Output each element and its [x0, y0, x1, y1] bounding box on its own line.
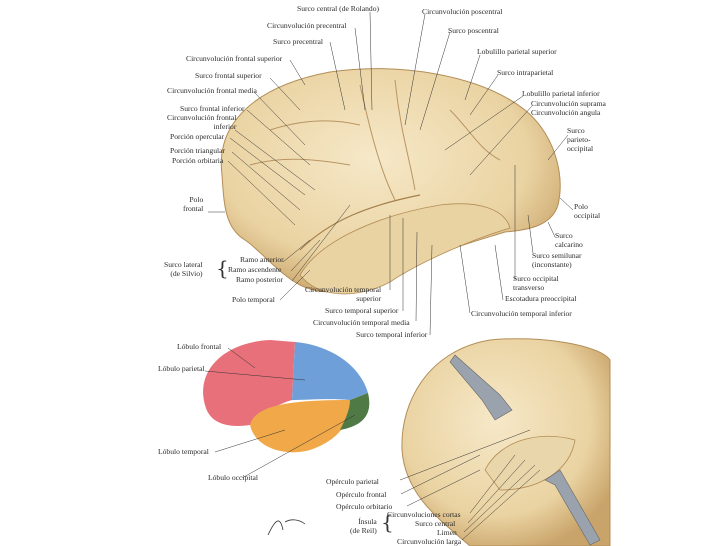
- leader-line: [547, 221, 556, 238]
- label-circunvolucion-temporal-media: Circunvolución temporal media: [313, 318, 410, 327]
- label-circunvoluciones-cortas: Circunvoluciones cortas: [387, 510, 461, 519]
- label-limen: Limen: [437, 528, 457, 537]
- label-surco-temporal-superior: Surco temporal superior: [325, 306, 399, 315]
- leader-line: [229, 137, 306, 196]
- label-lobulillo-parietal-superior: Lobulillo parietal superior: [477, 47, 557, 56]
- label-lobulo-parietal: Lóbulo parietal: [158, 364, 205, 373]
- leader-line: [282, 239, 311, 263]
- leader-line: [214, 429, 286, 453]
- label-circunvolucion-poscentral: Circunvolución poscentral: [422, 7, 503, 16]
- leader-line: [354, 27, 366, 111]
- brace: {: [216, 256, 229, 280]
- leader-line: [461, 469, 541, 541]
- label-polo-occipital: Polo occipital: [574, 202, 601, 220]
- label-surco-intraparietal: Surco intraparietal: [497, 68, 554, 77]
- lobes-brain: [203, 340, 370, 453]
- leader-line: [291, 204, 351, 282]
- leader-line: [463, 464, 536, 533]
- leader-line: [429, 244, 433, 336]
- label-surco-central-de-rolando: Surco central (de Rolando): [297, 4, 380, 13]
- label-circunvolucion-precentral: Circunvolución precentral: [267, 21, 347, 30]
- leader-line: [400, 454, 481, 495]
- leader-line: [494, 244, 504, 301]
- leader-line: [399, 429, 531, 481]
- label-surco-semilunar-inconstante: Surco semilunar (inconstante): [532, 251, 582, 269]
- label-ramo-posterior: Ramo posterior: [236, 275, 284, 284]
- leader-line: [289, 59, 306, 86]
- leader-line: [419, 31, 451, 131]
- label-surco-precentral: Surco precentral: [273, 37, 323, 46]
- retractor-lower: [544, 469, 601, 546]
- leader-line: [469, 454, 516, 514]
- leader-line: [227, 160, 296, 226]
- leader-line: [469, 74, 499, 116]
- label-surco-lateral-de-silvio: Surco lateral (de Silvio): [164, 260, 203, 278]
- leader-line: [406, 469, 481, 507]
- leader-line: [269, 77, 301, 111]
- leader-line: [227, 347, 256, 369]
- label-operculo-parietal: Opérculo parietal: [326, 477, 379, 486]
- label-circunvolucion-frontal-media: Circunvolución frontal media: [167, 86, 257, 95]
- retractor-upper: [449, 354, 513, 421]
- label-insula-de-reil: Ínsula (de Reil): [350, 517, 377, 535]
- leader-line: [404, 13, 426, 126]
- label-lobulo-frontal: Lóbulo frontal: [177, 342, 222, 351]
- leader-line: [464, 54, 481, 101]
- leader-line: [241, 414, 356, 479]
- label-surco-central: Surco central: [415, 519, 456, 528]
- leader-line: [444, 95, 524, 151]
- label-lobulillo-parietal-inferior: Lobulillo parietal inferior: [522, 89, 600, 98]
- label-surco-calcarino: Surco calcarino: [555, 231, 583, 249]
- label-surco-frontal-inferior: Surco frontal inferior: [180, 104, 245, 113]
- insula-brain: [401, 338, 611, 546]
- label-ramo-anterior: Ramo anterior: [240, 255, 284, 264]
- label-operculo-orbitario: Opérculo orbitario: [336, 502, 393, 511]
- label-operculo-frontal: Opérculo frontal: [336, 490, 387, 499]
- label-surco-temporal-inferior: Surco temporal inferior: [356, 330, 428, 339]
- brace: {: [381, 510, 394, 534]
- leader-line: [415, 231, 418, 322]
- leader-line: [279, 269, 311, 301]
- leader-line: [459, 244, 471, 314]
- leader-line: [559, 197, 574, 211]
- leader-line: [369, 11, 373, 111]
- leader-line: [204, 370, 306, 381]
- label-escotadura-preoccipital: Escotadura preoccipital: [505, 294, 577, 303]
- label-lobulo-temporal: Lóbulo temporal: [158, 447, 209, 456]
- label-circunvolucion-angula: Circunvolución angula: [531, 108, 601, 117]
- label-surco-occipital-transverso: Surco occipital transverso: [513, 274, 559, 292]
- label-surco-poscentral: Surco poscentral: [448, 26, 499, 35]
- label-polo-temporal: Polo temporal: [232, 295, 275, 304]
- leader-line: [234, 129, 316, 191]
- leader-line: [527, 214, 534, 254]
- leader-line: [231, 151, 301, 211]
- label-porcion-triangular: Porción triangular: [170, 146, 226, 155]
- leader-line: [290, 239, 321, 272]
- label-ramo-ascendente: Ramo ascendente: [228, 265, 282, 274]
- leader-line: [547, 134, 569, 161]
- label-polo-frontal: Polo frontal: [183, 195, 204, 213]
- label-circunvolucion-larga: Circunvolución larga: [397, 537, 462, 546]
- leader-lines: [204, 11, 574, 541]
- leader-line: [329, 41, 346, 111]
- label-circunvolucion-temporal-inferior: Circunvolución temporal inferior: [471, 309, 572, 318]
- leader-line: [469, 105, 533, 176]
- label-porcion-orbitaria: Porción orbitaria: [172, 156, 224, 165]
- leader-line: [254, 92, 306, 146]
- label-circunvolucion-suprama: Circunvolución suprama: [531, 99, 606, 108]
- label-circunvolucion-frontal-superior: Circunvolución frontal superior: [186, 54, 283, 63]
- lateral-brain: [220, 68, 561, 295]
- label-lobulo-occipital: Lóbulo occipital: [208, 473, 258, 482]
- label-porcion-opercular: Porción opercular: [170, 132, 225, 141]
- label-surco-parieto-occipital: Surco parieto- occipital: [567, 126, 594, 153]
- label-circunvolucion-frontal-inferior: Circunvolución frontal inferior: [167, 113, 237, 131]
- leader-line: [467, 459, 526, 524]
- netter-signature: [267, 519, 306, 536]
- label-circunvolucion-temporal-superior: Circunvolución temporal superior: [305, 285, 382, 303]
- label-surco-frontal-superior: Surco frontal superior: [195, 71, 262, 80]
- leader-line: [246, 109, 311, 166]
